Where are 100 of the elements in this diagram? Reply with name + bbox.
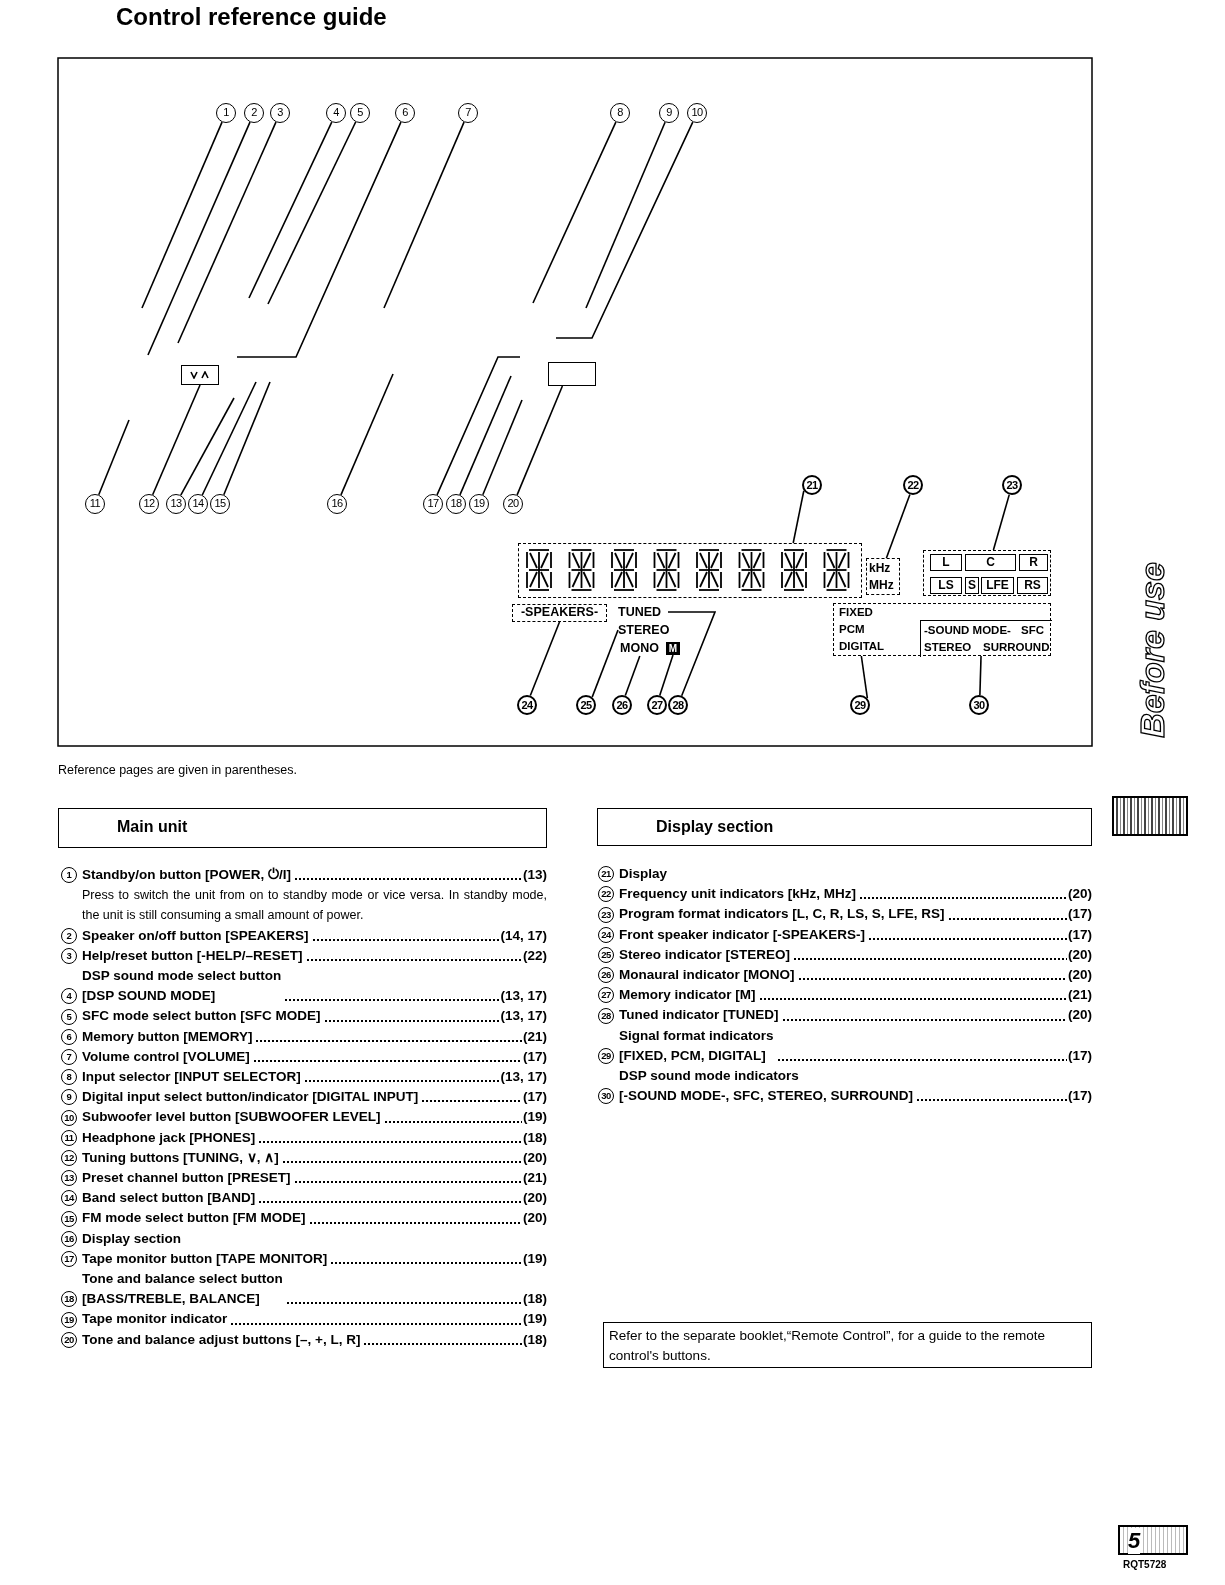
callout-number: 17 [423,494,443,514]
item-name: SFC mode select button [SFC MODE] [82,1007,321,1026]
leader-line [267,121,357,305]
leader-line [147,121,251,356]
item-name: Tone and balance adjust buttons [–, +, L, R] [82,1330,361,1349]
item-name: Front speaker indicator [-SPEAKERS-] [619,925,866,944]
callout-number: 21 [802,475,822,495]
leader-line [516,385,564,496]
page-reference: (20) [1068,945,1092,964]
note-text: Refer to the separate booklet,“Remote Control”, for a guide to the remote control's buttons. [609,1327,1046,1365]
channel-indicator-panel [923,550,1051,596]
callout-number: 16 [327,494,347,514]
page-reference: (14, 17) [500,926,547,945]
callout-number: 8 [610,103,630,123]
item-name: Tuning buttons [TUNING, ∨, ∧] [82,1148,279,1167]
note-box [603,1322,1092,1368]
leader-line [585,121,666,309]
page-reference: (19) [523,1249,547,1268]
leader-line [436,356,521,496]
page-number-box [1118,1525,1188,1555]
memory-indicator: M [666,642,680,655]
sound-mode-label: SURROUND [983,641,1050,653]
page-reference: (22) [523,946,547,965]
callout-number: 2 [244,103,264,123]
item-name: Memory button [MEMORY] [82,1027,253,1046]
callout-number: 23 [1002,475,1022,495]
callout-number: 25 [576,695,596,715]
callout-number: 7 [458,103,478,123]
page-reference: (19) [523,1108,547,1127]
item-description: Press to switch the unit from on to standby mode or vice versa. In standby mode, the unit is still consuming a small amount of power. [82,887,547,925]
item-name: Help/reset button [-HELP/–RESET] [82,946,303,965]
page-reference: (13, 17) [500,1068,547,1087]
page-reference: (19) [523,1310,547,1329]
page-reference: (20) [1068,885,1092,904]
sound-mode-label: STEREO [924,641,972,653]
signal-format-label: PCM [839,623,865,635]
item-name: DSP sound mode select button [DSP SOUND MODE] [82,967,282,1006]
heading-box [58,808,547,848]
callout-number: 24 [517,695,537,715]
callout-number: 9 [659,103,679,123]
item-name: Frequency unit indicators [kHz, MHz] [619,885,857,904]
item-name: Subwoofer level button [SUBWOOFER LEVEL] [82,1108,381,1127]
leader-line [459,375,512,496]
item-name: Memory indicator [M] [619,986,756,1005]
item-name: Tape monitor indicator [82,1310,228,1329]
leader-line [992,493,1011,551]
section-heading: Main unit [117,818,188,836]
heading-box [597,808,1092,846]
page-reference: (21) [523,1027,547,1046]
leader-line [236,121,402,358]
sound-mode-panel [920,620,1052,657]
page-reference: (18) [523,1330,547,1349]
channel-indicator: L [930,554,962,571]
callout-number: 28 [668,695,688,715]
page-number: 5 [1128,1528,1141,1554]
leader-line [180,397,235,497]
callout-number: 6 [395,103,415,123]
page-reference: (17) [1068,1087,1092,1106]
leader-line [591,629,619,698]
page-reference: (18) [523,1290,547,1309]
signal-format-panel [833,603,1051,656]
callout-number: 12 [139,494,159,514]
item-name: Display section [82,1229,182,1248]
tab-marker [1112,796,1188,836]
item-name: Speaker on/off button [SPEAKERS] [82,926,309,945]
leader-line [482,399,523,496]
page-reference: (17) [1068,1046,1092,1065]
callout-number: 4 [326,103,346,123]
adjust-buttons-panel [548,362,596,386]
item-name: Standby/on button [POWER, ⏻/I] [82,866,291,884]
channel-indicator: S [965,577,979,594]
section-heading: Display section [656,818,774,836]
callout-number: 29 [850,695,870,715]
item-name: Tuned indicator [TUNED] [619,1006,779,1025]
item-name: Stereo indicator [STEREO] [619,945,791,964]
page-reference: (17) [523,1088,547,1107]
item-name: Input selector [INPUT SELECTOR] [82,1068,301,1087]
page-reference: (18) [523,1128,547,1147]
callout-number: 13 [166,494,186,514]
callout-number: 20 [503,494,523,514]
callout-number: 26 [612,695,632,715]
callout-number: 30 [969,695,989,715]
leader-line [248,121,333,299]
sound-mode-label: -SOUND MODE- [924,624,1011,636]
leader-line [885,493,911,559]
item-name: FM mode select button [FM MODE] [82,1209,306,1228]
item-name: Display [619,865,668,883]
page-reference: (17) [523,1047,547,1066]
item-name: Digital input select button/indicator [DIGITAL INPUT] [82,1088,419,1107]
item-name: Headphone jack [PHONES] [82,1128,256,1147]
status-indicator: TUNED [618,604,668,620]
page-reference: (20) [523,1189,547,1208]
unit-label: kHz [869,561,891,575]
leader-line [141,121,223,309]
unit-label: MHz [869,578,894,592]
leader-line [223,381,271,496]
page-title: Control reference guide [116,3,387,31]
status-indicator: STEREO [618,622,672,638]
page-reference: (13, 17) [500,987,547,1006]
status-indicator: MONO [620,640,664,656]
